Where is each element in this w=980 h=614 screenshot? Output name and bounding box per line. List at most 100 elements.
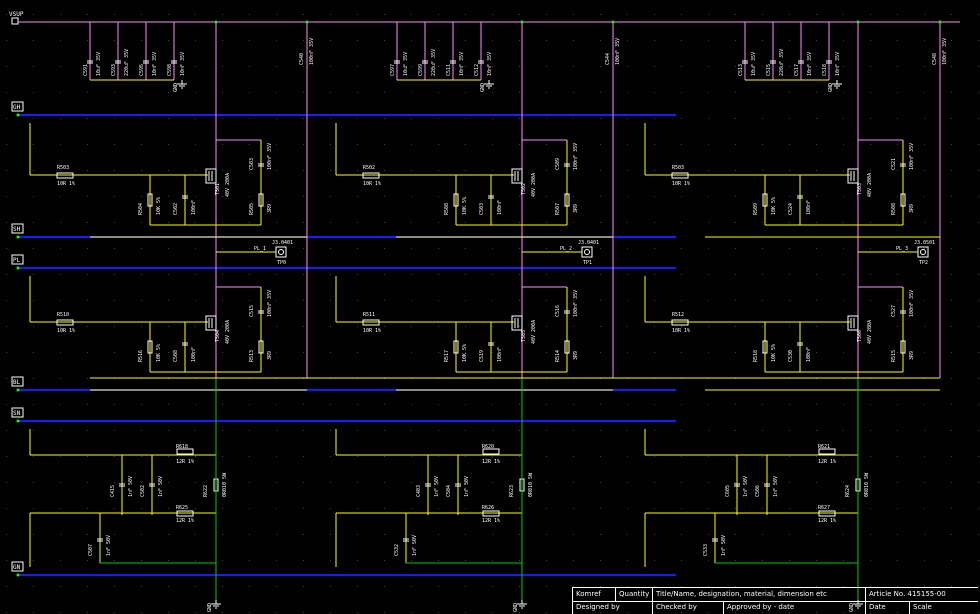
grid-dot (6, 482, 7, 483)
grid-dot (870, 248, 871, 249)
grid-dot (843, 404, 844, 405)
grid-dot (708, 92, 709, 93)
grid-dot (492, 300, 493, 301)
grid-dot (897, 118, 898, 119)
grid-dot (492, 144, 493, 145)
grid-dot (546, 586, 547, 587)
title-block-row-top: Komref Quantity Title/Name, designation,… (573, 588, 978, 602)
grid-dot (681, 170, 682, 171)
grid-dot (816, 326, 817, 327)
shunt-ref: R623 (509, 485, 515, 497)
grid-dot (303, 144, 304, 145)
grid-dot (33, 352, 34, 353)
grid-dot (600, 300, 601, 301)
snubber-capacitor (900, 163, 906, 167)
grid-dot (627, 196, 628, 197)
grid-dot (897, 482, 898, 483)
grid-dot (735, 326, 736, 327)
grid-dot (33, 274, 34, 275)
quantity-cell: Quantity (616, 588, 653, 601)
grid-dot (951, 196, 952, 197)
gs-cap-value: 100nF (806, 347, 812, 362)
driver-low-cap-value: 1nF 50V (106, 535, 112, 556)
mosfet-body (847, 315, 859, 331)
cap-bank-ref: C598 (167, 64, 173, 76)
grid-dot (330, 508, 331, 509)
grid-dot (600, 66, 601, 67)
grid-dot (924, 326, 925, 327)
grid-dot (789, 14, 790, 15)
grid-dot (735, 118, 736, 119)
grid-dot (87, 404, 88, 405)
grid-dot (87, 92, 88, 93)
grid-dot (681, 326, 682, 327)
grid-dot (681, 534, 682, 535)
grid-dot (600, 170, 601, 171)
snubber-cap-value: 100nF 35V (267, 143, 273, 170)
grid-dot (627, 430, 628, 431)
grid-dot (384, 430, 385, 431)
grid-dot (573, 222, 574, 223)
grid-dot (627, 14, 628, 15)
grid-dot (843, 170, 844, 171)
grid-dot (816, 404, 817, 405)
grid-dot (114, 300, 115, 301)
phase-ground (853, 600, 863, 609)
grid-dot (222, 248, 223, 249)
grid-dot (6, 404, 7, 405)
grid-dot (870, 326, 871, 327)
cap-bank-ref: C599 (418, 64, 424, 76)
grid-dot (654, 300, 655, 301)
grid-dot (465, 248, 466, 249)
grid-dot (303, 508, 304, 509)
grid-dot (870, 560, 871, 561)
grid-dot (654, 196, 655, 197)
grid-dot (681, 196, 682, 197)
bus-label-text: PL (13, 257, 21, 264)
grid-dot (546, 300, 547, 301)
grid-dot (816, 508, 817, 509)
grid-dot (762, 66, 763, 67)
grid-dot (708, 144, 709, 145)
grid-dot (114, 196, 115, 197)
grid-dot (708, 508, 709, 509)
grid-dot (249, 508, 250, 509)
driver-capacitor-a (734, 483, 740, 487)
grid-dot (897, 404, 898, 405)
grid-dot (141, 508, 142, 509)
grid-dot (627, 560, 628, 561)
grid-dot (816, 196, 817, 197)
grid-dot (519, 430, 520, 431)
driver-top-ref: R621 (818, 444, 830, 450)
gs-cap-ref: C519 (479, 350, 485, 362)
grid-dot (870, 118, 871, 119)
komref-cell: Komref (573, 588, 616, 601)
grid-dot (573, 612, 574, 613)
grid-dot (168, 404, 169, 405)
grid-dot (789, 534, 790, 535)
grid-dot (33, 222, 34, 223)
grid-dot (708, 560, 709, 561)
grid-dot (897, 248, 898, 249)
bus-label-gh: GH (11, 101, 24, 112)
grid-dot (465, 222, 466, 223)
grid-dot (33, 612, 34, 613)
grid-dot (114, 482, 115, 483)
grid-dot (789, 40, 790, 41)
snubber-cap-ref: C515 (249, 305, 255, 317)
grid-dot (222, 222, 223, 223)
grid-dot (573, 274, 574, 275)
grid-dot (492, 352, 493, 353)
grid-dot (411, 456, 412, 457)
grid-dot (222, 300, 223, 301)
grid-dot (249, 222, 250, 223)
grid-dot (681, 508, 682, 509)
grid-dot (141, 144, 142, 145)
grid-dot (87, 170, 88, 171)
grid-dot (924, 66, 925, 67)
grid-dot (978, 40, 979, 41)
grid-dot (303, 482, 304, 483)
grid-dot (762, 40, 763, 41)
grid-dot (573, 66, 574, 67)
date-cell: Date (866, 601, 910, 614)
